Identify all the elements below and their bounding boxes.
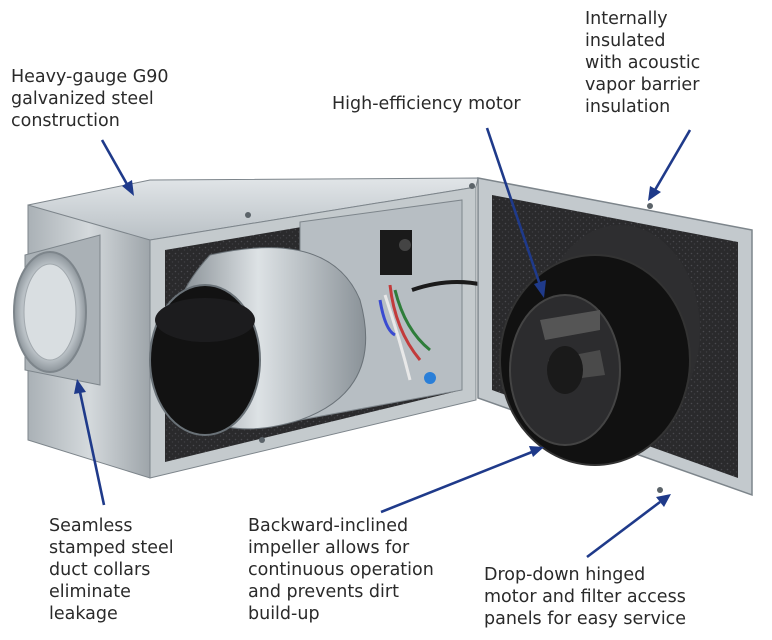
arrow-panels <box>586 494 671 559</box>
callout-arrows <box>74 127 692 559</box>
label-steel-construction: Heavy-gauge G90 galvanized steel constru… <box>11 67 169 131</box>
label-access-panels: Drop-down hinged motor and filter access… <box>484 565 687 629</box>
impeller <box>499 254 691 466</box>
label-duct-collars: Seamless stamped steel duct collars elim… <box>49 516 174 624</box>
arrow-insulation <box>648 129 692 201</box>
fasteners <box>245 183 663 493</box>
arrow-steel <box>100 139 134 196</box>
arrow-motor <box>485 127 546 298</box>
duct-collar <box>13 234 101 386</box>
label-insulation: Internally insulated with acoustic vapor… <box>585 9 701 117</box>
blower-housing <box>149 247 367 436</box>
arrow-impeller <box>380 446 544 514</box>
label-impeller: Backward-inclined impeller allows for co… <box>248 516 434 624</box>
arrow-collars <box>74 379 106 506</box>
label-motor: High-efficiency motor <box>332 94 521 114</box>
